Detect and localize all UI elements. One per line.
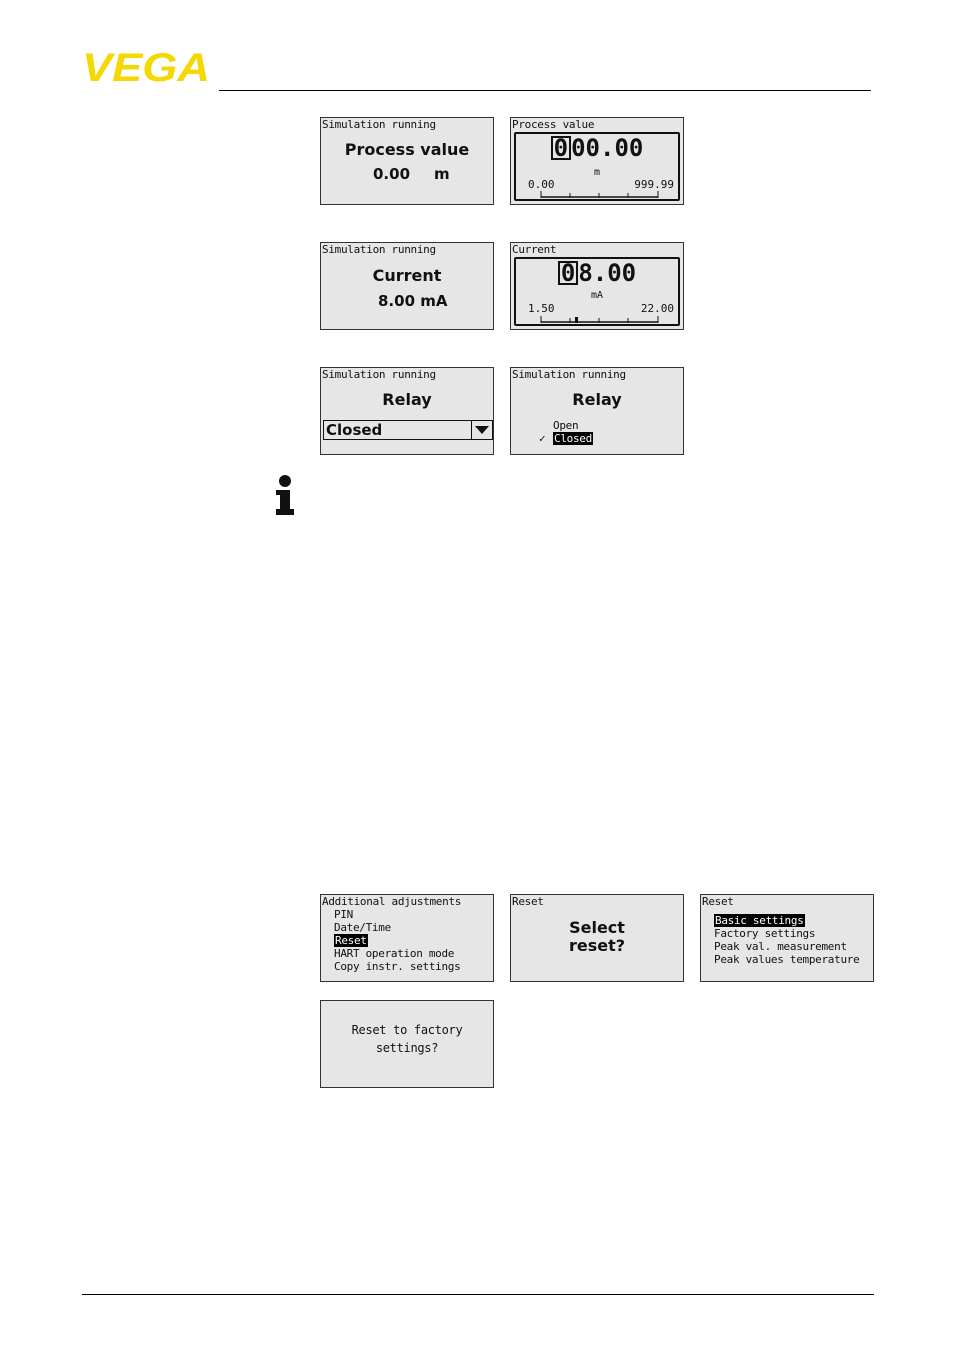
lcd-label: Process value — [344, 140, 470, 159]
prompt-line-1: Select — [569, 918, 625, 937]
scale-min: 1.50 — [528, 302, 555, 315]
scale-max: 22.00 — [640, 302, 674, 315]
prompt-line-1: Reset to factory — [351, 1023, 463, 1037]
scale-max: 999.99 — [634, 178, 674, 191]
prompt-line-2: settings? — [375, 1041, 439, 1055]
lcd-sim-current: Simulation running Current 8.00 mA — [320, 242, 494, 330]
option-list: Open ✓Closed — [539, 419, 593, 445]
lcd-title: Simulation running — [322, 368, 436, 381]
menu-item-copy[interactable]: Copy instr. settings — [334, 960, 461, 973]
edit-unit: mA — [590, 290, 604, 301]
lcd-sim-process: Simulation running Process value 0.00 m — [320, 117, 494, 205]
menu-list: Basic settings Factory settings Peak val… — [714, 914, 860, 966]
lcd-title: Simulation running — [512, 368, 626, 381]
lcd-label: Relay — [572, 390, 622, 409]
lcd-value: 0.00 — [373, 165, 411, 183]
option-open[interactable]: Open — [553, 419, 579, 432]
chevron-down-icon[interactable] — [471, 421, 492, 439]
menu-item-hart[interactable]: HART operation mode — [334, 947, 455, 960]
option-closed[interactable]: ✓Closed — [539, 432, 593, 445]
menu-item-peak-temp[interactable]: Peak values temperature — [714, 953, 860, 966]
lcd-reset-select: Reset Select reset? — [510, 894, 684, 982]
prompt-line-2: reset? — [568, 936, 626, 955]
edit-unit: m — [593, 167, 601, 178]
menu-item-date-time[interactable]: Date/Time — [334, 921, 391, 934]
menu-item-basic[interactable]: Basic settings — [714, 914, 805, 927]
lcd-label: Current — [372, 266, 442, 285]
edit-digits: 8.00 — [578, 259, 637, 287]
lcd-title: Simulation running — [322, 243, 436, 256]
relay-dropdown[interactable]: Closed — [323, 420, 493, 440]
menu-item-pin[interactable]: PIN — [334, 908, 353, 921]
lcd-relay-options: Simulation running Relay Open ✓Closed — [510, 367, 684, 455]
edit-cursor[interactable]: 0 — [557, 261, 579, 285]
check-icon: ✓ — [539, 432, 546, 445]
lcd-unit: m — [434, 165, 450, 183]
lcd-title: Process value — [512, 118, 595, 131]
lcd-title: Additional adjustments — [322, 895, 462, 908]
scale-min: 0.00 — [528, 178, 555, 191]
lcd-title: Reset — [702, 895, 734, 908]
lcd-title: Simulation running — [322, 118, 436, 131]
lcd-title: Current — [512, 243, 557, 256]
footer-rule — [82, 1294, 874, 1295]
menu-item-factory[interactable]: Factory settings — [714, 927, 816, 940]
lcd-reset-factory: Reset to factory settings? — [320, 1000, 494, 1088]
menu-list: PIN Date/Time Reset HART operation mode … — [334, 908, 461, 973]
lcd-sim-relay: Simulation running Relay Closed — [320, 367, 494, 455]
lcd-title: Reset — [512, 895, 544, 908]
header-rule — [219, 90, 871, 91]
lcd-value: 8.00 mA — [378, 292, 448, 310]
lcd-additional: Additional adjustments PIN Date/Time Res… — [320, 894, 494, 982]
vega-logo: VEGA — [82, 50, 210, 84]
edit-cursor[interactable]: 0 — [550, 136, 572, 160]
scale-bar — [540, 191, 659, 198]
svg-text:VEGA: VEGA — [82, 50, 210, 84]
lcd-label: Relay — [382, 390, 432, 409]
lcd-reset-menu: Reset Basic settings Factory settings Pe… — [700, 894, 874, 982]
relay-selected: Closed — [326, 421, 383, 439]
info-icon — [276, 475, 294, 515]
menu-item-peak-meas[interactable]: Peak val. measurement — [714, 940, 847, 953]
edit-digits: 00.00 — [571, 134, 644, 162]
scale-bar — [540, 316, 659, 323]
menu-item-reset[interactable]: Reset — [334, 934, 368, 947]
